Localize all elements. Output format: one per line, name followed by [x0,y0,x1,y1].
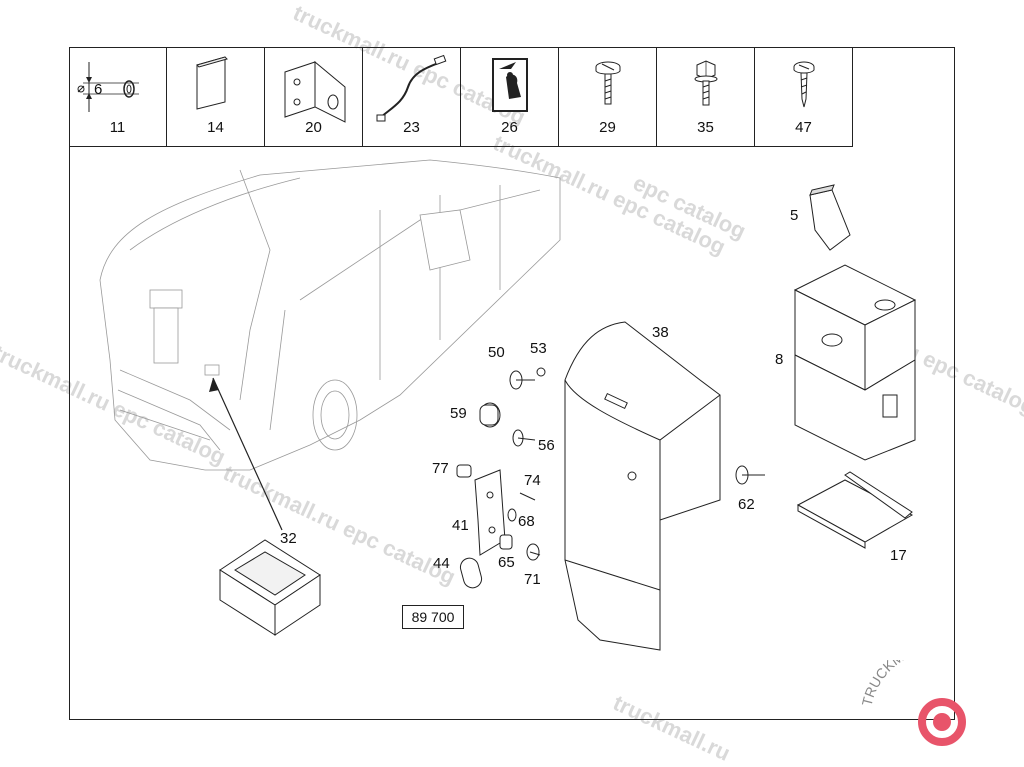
legend-cell-23[interactable]: 23 [363,47,461,146]
legend-label: 47 [795,119,812,136]
part-32-box [219,539,321,636]
callout-71[interactable]: 71 [524,571,541,588]
callout-68[interactable]: 68 [518,513,535,530]
legend-cell-29[interactable]: 29 [559,47,657,146]
cable-icon [376,54,447,122]
callout-62[interactable]: 62 [738,496,755,513]
legend-label: 11 [109,119,126,136]
self-tapping-screw-icon [793,61,815,108]
washer-icon [77,62,139,112]
legend-label: 26 [501,119,518,136]
legend-strip: 6 11 14 20 23 [69,47,853,147]
callout-5[interactable]: 5 [790,207,799,224]
callout-41[interactable]: 41 [452,517,469,534]
callout-44[interactable]: 44 [433,555,450,572]
truckmall-parts-logo: TRUCKMALLPARTS [860,660,978,746]
pad-icon [196,56,228,110]
callout-17[interactable]: 17 [890,547,907,564]
part-5-clip [809,184,851,251]
callout-32[interactable]: 32 [280,530,297,547]
callout-59[interactable]: 59 [450,405,467,422]
legend-label: 23 [403,119,420,136]
legend-cell-35[interactable]: 35 [657,47,755,146]
legend-label: 29 [599,119,616,136]
callout-56[interactable]: 56 [538,437,555,454]
callout-38[interactable]: 38 [652,324,669,341]
legend-cell-47[interactable]: 47 [755,47,853,146]
warning-sign-icon [492,58,528,112]
callout-77[interactable]: 77 [432,460,449,477]
legend-label: 14 [207,119,224,136]
legend-cell-14[interactable]: 14 [167,47,265,146]
fasteners [456,367,765,589]
hex-bolt-icon [694,60,718,106]
dimension-label: 6 [94,81,103,98]
legend-label: 35 [697,119,714,136]
part-8-container [793,264,917,461]
svg-text:TRUCKMALLPARTS: TRUCKMALLPARTS [860,660,978,708]
legend-label: 20 [305,119,322,136]
truck-cab-drawing [99,159,561,471]
legend-cell-20[interactable]: 20 [265,47,363,146]
part-17-tray [796,471,914,549]
callout-65[interactable]: 65 [498,554,515,571]
bracket-icon [284,60,346,123]
callout-8[interactable]: 8 [775,351,784,368]
exploded-view [99,159,917,651]
screw-icon [595,61,621,105]
reference-code-box[interactable]: 89 700 [402,605,464,629]
diagram-frame [69,47,955,720]
callout-74[interactable]: 74 [524,472,541,489]
leader-line [212,377,283,531]
legend-cell-11[interactable]: 6 11 [69,47,167,146]
part-38-tank [564,321,721,651]
legend-cell-26[interactable]: 26 [461,47,559,146]
callout-50[interactable]: 50 [488,344,505,361]
callout-53[interactable]: 53 [530,340,547,357]
